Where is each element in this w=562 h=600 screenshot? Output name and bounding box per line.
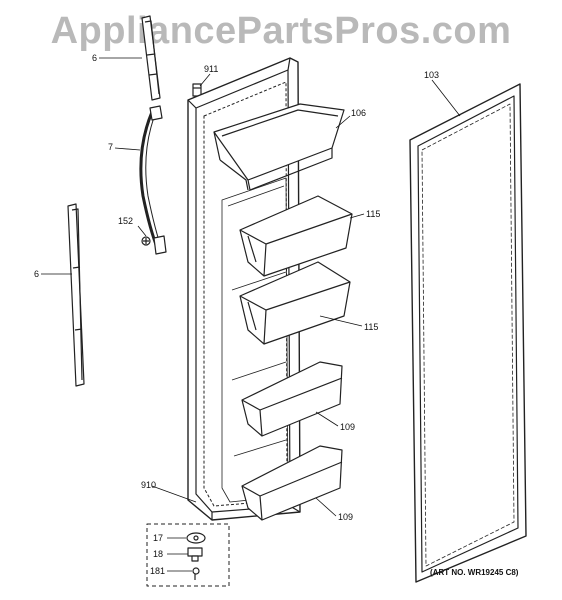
callout-17: 17 xyxy=(153,533,164,543)
callout-103: 103 xyxy=(424,70,440,80)
callout-109-lower: 109 xyxy=(338,512,354,522)
bin-middle-part xyxy=(239,261,351,345)
screw-part xyxy=(141,236,151,246)
cam-part xyxy=(186,532,206,544)
callout-6-side: 6 xyxy=(34,269,40,279)
art-number: (ART NO. WR19245 C8) xyxy=(430,568,519,577)
bin-lower-1-part xyxy=(241,361,343,437)
hinge-hardware-box xyxy=(146,523,230,587)
callout-109-upper: 109 xyxy=(340,422,356,432)
callout-115-upper: 115 xyxy=(366,209,381,219)
leader-lines xyxy=(41,57,461,572)
callout-18: 18 xyxy=(153,549,164,559)
callout-181: 181 xyxy=(150,566,166,576)
callout-7: 7 xyxy=(108,142,114,152)
trim-side-part xyxy=(67,203,85,387)
watermark-logo: AppliancePartsPros.com xyxy=(50,10,512,52)
callout-6-top: 6 xyxy=(92,53,98,63)
callout-910: 910 xyxy=(141,480,157,490)
bin-lower-2-part xyxy=(241,445,343,521)
handle-trim-top-part xyxy=(141,15,161,101)
callout-115-middle: 115 xyxy=(364,322,379,332)
handle-part xyxy=(139,105,167,255)
gasket-part xyxy=(409,83,527,583)
hinge-screw-part xyxy=(192,567,200,580)
bin-upper-part xyxy=(239,195,353,277)
bushing-part xyxy=(187,547,203,562)
callout-106: 106 xyxy=(351,108,367,118)
callout-152: 152 xyxy=(118,216,134,226)
callout-911: 911 xyxy=(204,64,219,74)
dairy-door-part xyxy=(213,103,345,191)
